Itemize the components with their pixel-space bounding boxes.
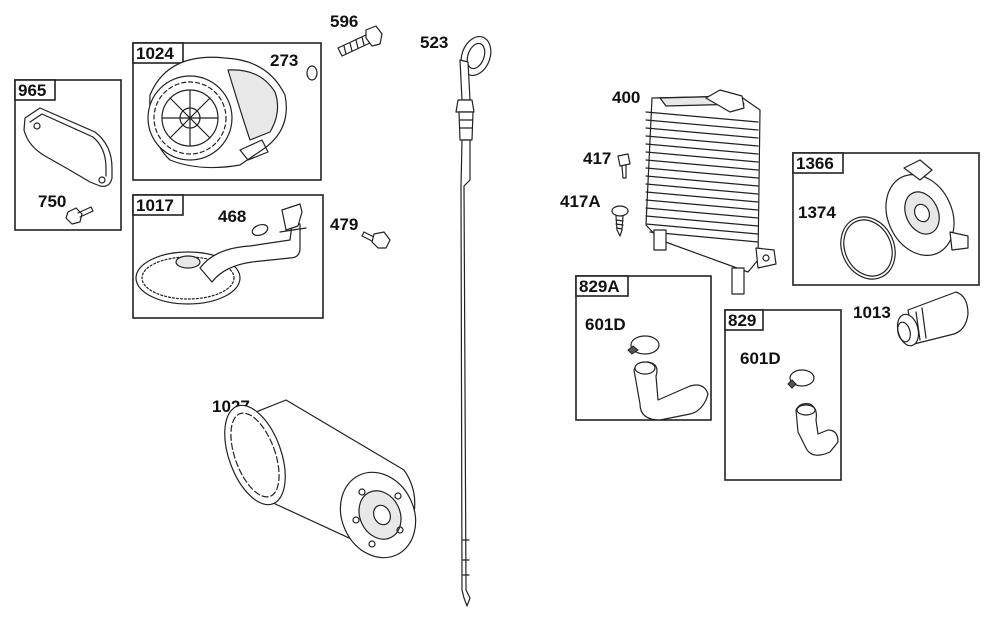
oil-cooler-drawing (645, 89, 777, 295)
group-479: 479 (330, 215, 391, 249)
group-1013: 1013 (853, 291, 969, 347)
label-400: 400 (612, 88, 640, 107)
label-601d-a: 601D (585, 315, 626, 334)
group-829: 829 601D (724, 309, 842, 481)
dipstick-523-drawing (455, 36, 492, 607)
oil-pump-drawing (147, 56, 287, 169)
group-417: 417 417A (560, 149, 631, 237)
label-273: 273 (270, 51, 298, 70)
o-ring-1374-drawing (840, 216, 896, 280)
pickup-tube-drawing (135, 203, 307, 305)
label-750: 750 (38, 192, 66, 211)
gasket-cover-drawing (23, 107, 113, 187)
label-601d-b: 601D (740, 349, 781, 368)
cooler-adapter-drawing (885, 159, 969, 256)
label-965: 965 (18, 81, 46, 100)
group-400: 400 (612, 88, 777, 295)
label-1013: 1013 (853, 303, 891, 322)
group-1024: 1024 273 (132, 42, 322, 181)
label-1024: 1024 (136, 44, 174, 63)
o-ring-468-drawing (251, 223, 269, 237)
hose-829-drawing (787, 369, 839, 456)
group-829a: 829A 601D (575, 275, 712, 421)
screw-417a-drawing (611, 205, 629, 237)
label-523: 523 (420, 33, 448, 52)
group-1027: 1027 (212, 397, 417, 559)
bolt-750-drawing (65, 206, 94, 225)
fitting-1013-drawing (896, 291, 969, 347)
screw-417-drawing (617, 153, 631, 179)
label-1366: 1366 (796, 154, 834, 173)
label-479: 479 (330, 215, 358, 234)
oil-filter-drawing (224, 399, 417, 559)
label-417a: 417A (560, 192, 601, 211)
hose-829a-drawing (627, 335, 709, 421)
o-ring-273-drawing (306, 65, 318, 81)
group-1017: 1017 468 (132, 194, 324, 319)
bolt-596-drawing (337, 25, 383, 57)
group-596: 596 (330, 12, 383, 57)
label-1374: 1374 (798, 203, 836, 222)
label-829a: 829A (579, 277, 620, 296)
label-417: 417 (583, 149, 611, 168)
group-1366: 1366 1374 (792, 152, 980, 286)
group-965: 965 750 (14, 79, 122, 231)
bolt-479-drawing (361, 231, 391, 249)
group-523: 523 (420, 33, 492, 607)
label-596: 596 (330, 12, 358, 31)
label-1017: 1017 (136, 196, 174, 215)
label-829: 829 (728, 311, 756, 330)
label-468: 468 (218, 207, 246, 226)
